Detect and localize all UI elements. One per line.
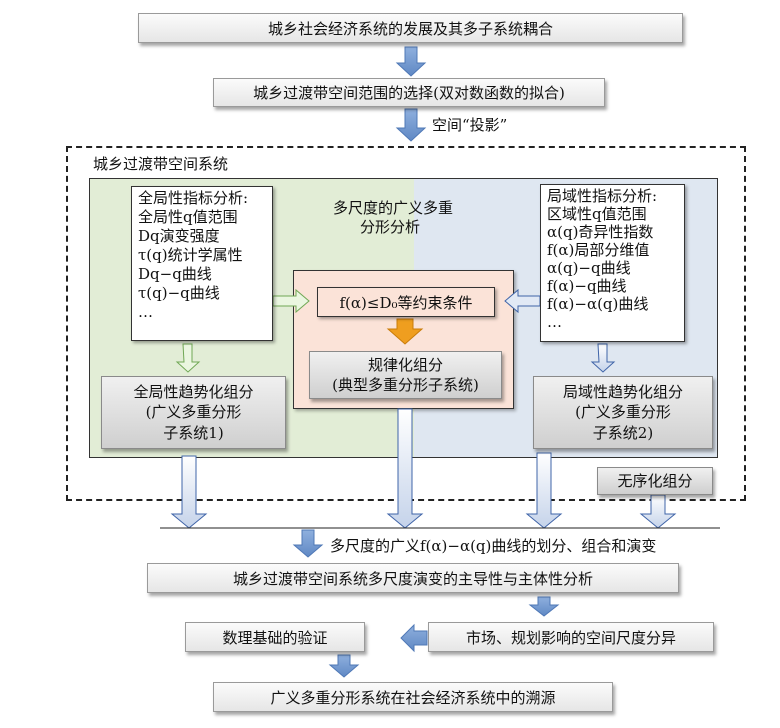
disorder-box: 无序化组分 <box>597 467 713 495</box>
local-item-4: α(q)−q曲线 <box>547 259 631 277</box>
local-indicators-box: 局域性指标分析: 区域性q值范围 α(q)奇异性指数 f(α)局部分维值 α(q… <box>540 184 685 342</box>
title-box: 城乡社会经济系统的发展及其多子系统耦合 <box>138 13 683 43</box>
regular-line2: (典型多重分形子系统) <box>332 376 479 394</box>
arrow-global-to-constraint <box>272 288 310 314</box>
local-trend-line1: 局域性趋势化组分 <box>562 383 683 402</box>
market-box: 市场、规划影响的空间尺度分异 <box>428 622 714 652</box>
arrow-step2-to-system <box>395 108 427 142</box>
center-caption-line2: 分形分析 <box>360 218 421 236</box>
local-trend-line3: 子系统2) <box>592 423 654 442</box>
arrow-local-down <box>525 452 563 529</box>
global-item-1: 全局性q值范围 <box>138 208 238 226</box>
constraint-text: f(α)≤D₀等约束条件 <box>339 293 473 312</box>
analysis-box: 城乡过渡带空间系统多尺度演变的主导性与主体性分析 <box>147 563 679 593</box>
global-trend-line3: 子系统1) <box>163 423 224 442</box>
projection-label: 空间“投影” <box>432 116 508 134</box>
arrow-to-trace <box>328 654 360 678</box>
arrow-to-analysis <box>292 529 324 558</box>
global-trend-line1: 全局性趋势化组分 <box>133 383 254 402</box>
local-item-7: … <box>547 313 562 331</box>
arrow-constraint-to-regular <box>386 318 424 345</box>
trace-box: 广义多重分形系统在社会经济系统中的溯源 <box>213 682 613 712</box>
local-item-3: f(α)局部分维值 <box>547 241 650 259</box>
arrow-title-to-step2 <box>395 46 427 77</box>
local-item-1: 区域性q值范围 <box>547 205 647 223</box>
local-item-5: f(α)−q曲线 <box>547 277 627 295</box>
arrow-regular-down <box>386 408 424 529</box>
global-item-5: τ(q)−q曲线 <box>138 284 220 302</box>
global-trend-line2: (广义多重分形 <box>145 403 242 422</box>
system-label: 城乡过渡带空间系统 <box>93 155 229 173</box>
local-item-6: f(α)−α(q)曲线 <box>547 295 649 313</box>
local-trend-box: 局域性趋势化组分 (广义多重分形 子系统2) <box>533 376 713 449</box>
global-item-4: Dq−q曲线 <box>138 265 212 283</box>
center-caption-line1: 多尺度的广义多重 <box>333 199 454 217</box>
regular-component-box: 规律化组分 (典型多重分形子系统) <box>309 351 502 399</box>
regular-line1: 规律化组分 <box>367 355 443 374</box>
arrow-market-to-verify-head <box>400 623 428 653</box>
global-item-2: Dq演变强度 <box>138 227 220 245</box>
arrow-disorder-down <box>639 494 677 529</box>
arrow-local-to-constraint <box>504 288 541 314</box>
local-indicators-heading: 局域性指标分析: <box>547 187 658 205</box>
arrow-local-to-local-trend <box>590 343 616 373</box>
global-item-6: … <box>138 303 153 321</box>
arrow-to-market <box>528 596 560 617</box>
local-trend-line2: (广义多重分形 <box>575 403 671 422</box>
constraint-box: f(α)≤D₀等约束条件 <box>317 287 495 317</box>
global-indicators-heading: 全局性指标分析: <box>138 189 249 207</box>
local-item-2: α(q)奇异性指数 <box>547 223 654 241</box>
global-indicators-box: 全局性指标分析: 全局性q值范围 Dq演变强度 τ(q)统计学属性 Dq−q曲线… <box>131 186 273 341</box>
verify-box: 数理基础的验证 <box>185 622 365 652</box>
global-item-3: τ(q)统计学属性 <box>138 246 243 264</box>
arrow-global-down <box>170 455 208 529</box>
global-trend-box: 全局性趋势化组分 (广义多重分形 子系统1) <box>101 376 286 449</box>
arrow-global-to-global-trend <box>175 343 201 373</box>
step2-box: 城乡过渡带空间范围的选择(双对数函数的拟合) <box>213 78 605 107</box>
curve-label: 多尺度的广义f(α)−α(q)曲线的划分、组合和演变 <box>330 537 657 555</box>
